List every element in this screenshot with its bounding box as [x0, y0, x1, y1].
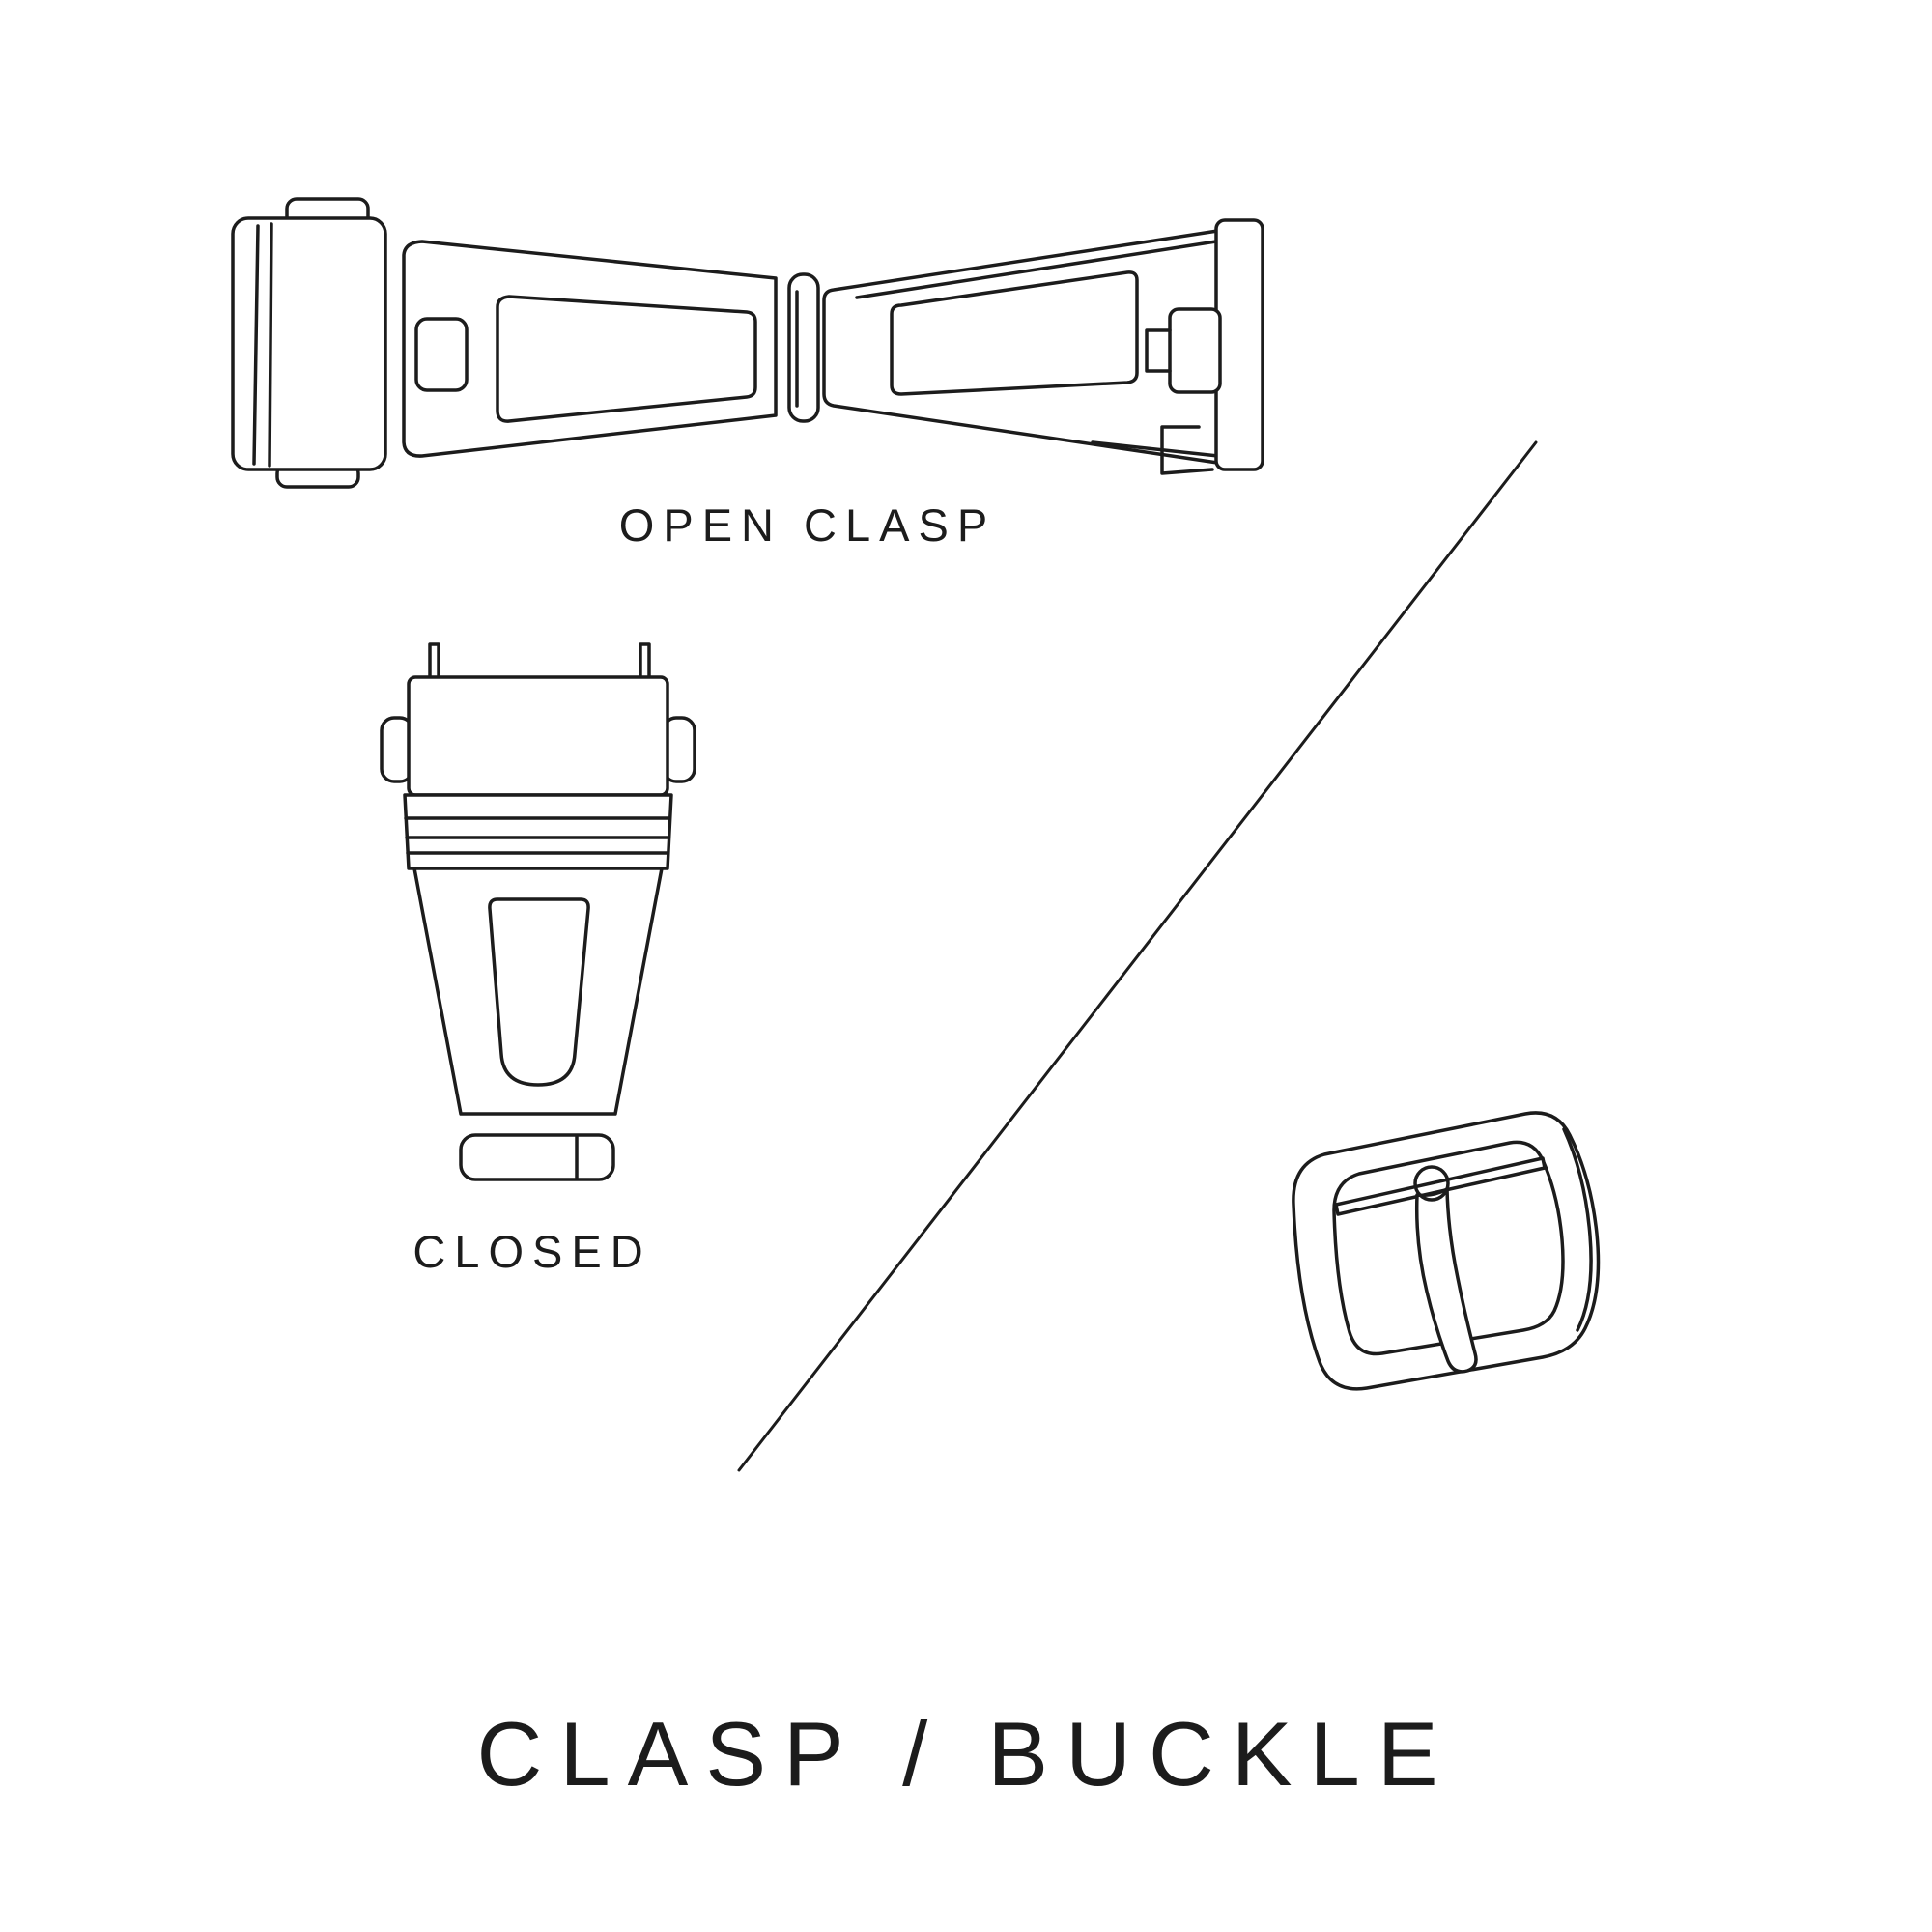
- closed-clasp-label: CLOSED: [412, 1226, 652, 1277]
- right-arm-edge-line: [855, 240, 1218, 299]
- hinge: [787, 272, 820, 423]
- buckle-pin: [1414, 1187, 1478, 1374]
- top-cover: [407, 675, 669, 797]
- closed-clasp-illustration: [380, 642, 696, 1181]
- fold-block-line: [252, 224, 260, 466]
- open-clasp-illustration: [231, 197, 1264, 489]
- buckle-pin-loop: [1413, 1165, 1450, 1202]
- right-catch: [1168, 307, 1222, 394]
- diagonal-divider-line: [737, 440, 1538, 1472]
- pin-buckle-illustration: [1292, 1111, 1601, 1391]
- buckle-drawing: [1292, 1111, 1601, 1391]
- buckle-spring-bar: [1334, 1156, 1547, 1216]
- divider-line: [737, 440, 1538, 1472]
- left-arm-latch: [414, 317, 469, 392]
- bottom-bar: [459, 1133, 615, 1181]
- body-window: [488, 897, 590, 1087]
- band-section: [403, 793, 673, 870]
- right-arm-window: [890, 270, 1139, 396]
- right-arm-edge-line: [1091, 440, 1220, 458]
- right-catch-slot: [1145, 328, 1172, 373]
- diagram-title: CLASP / BUCKLE: [476, 1703, 1456, 1804]
- right-hook: [1160, 425, 1214, 475]
- buckle-rim-thickness: [1562, 1127, 1593, 1332]
- fold-block-line: [268, 222, 273, 468]
- open-clasp-label: OPEN CLASP: [618, 499, 997, 551]
- open-clasp-drawing: [231, 197, 1264, 489]
- left-arm-window: [496, 295, 757, 423]
- closed-clasp-drawing: [380, 642, 696, 1181]
